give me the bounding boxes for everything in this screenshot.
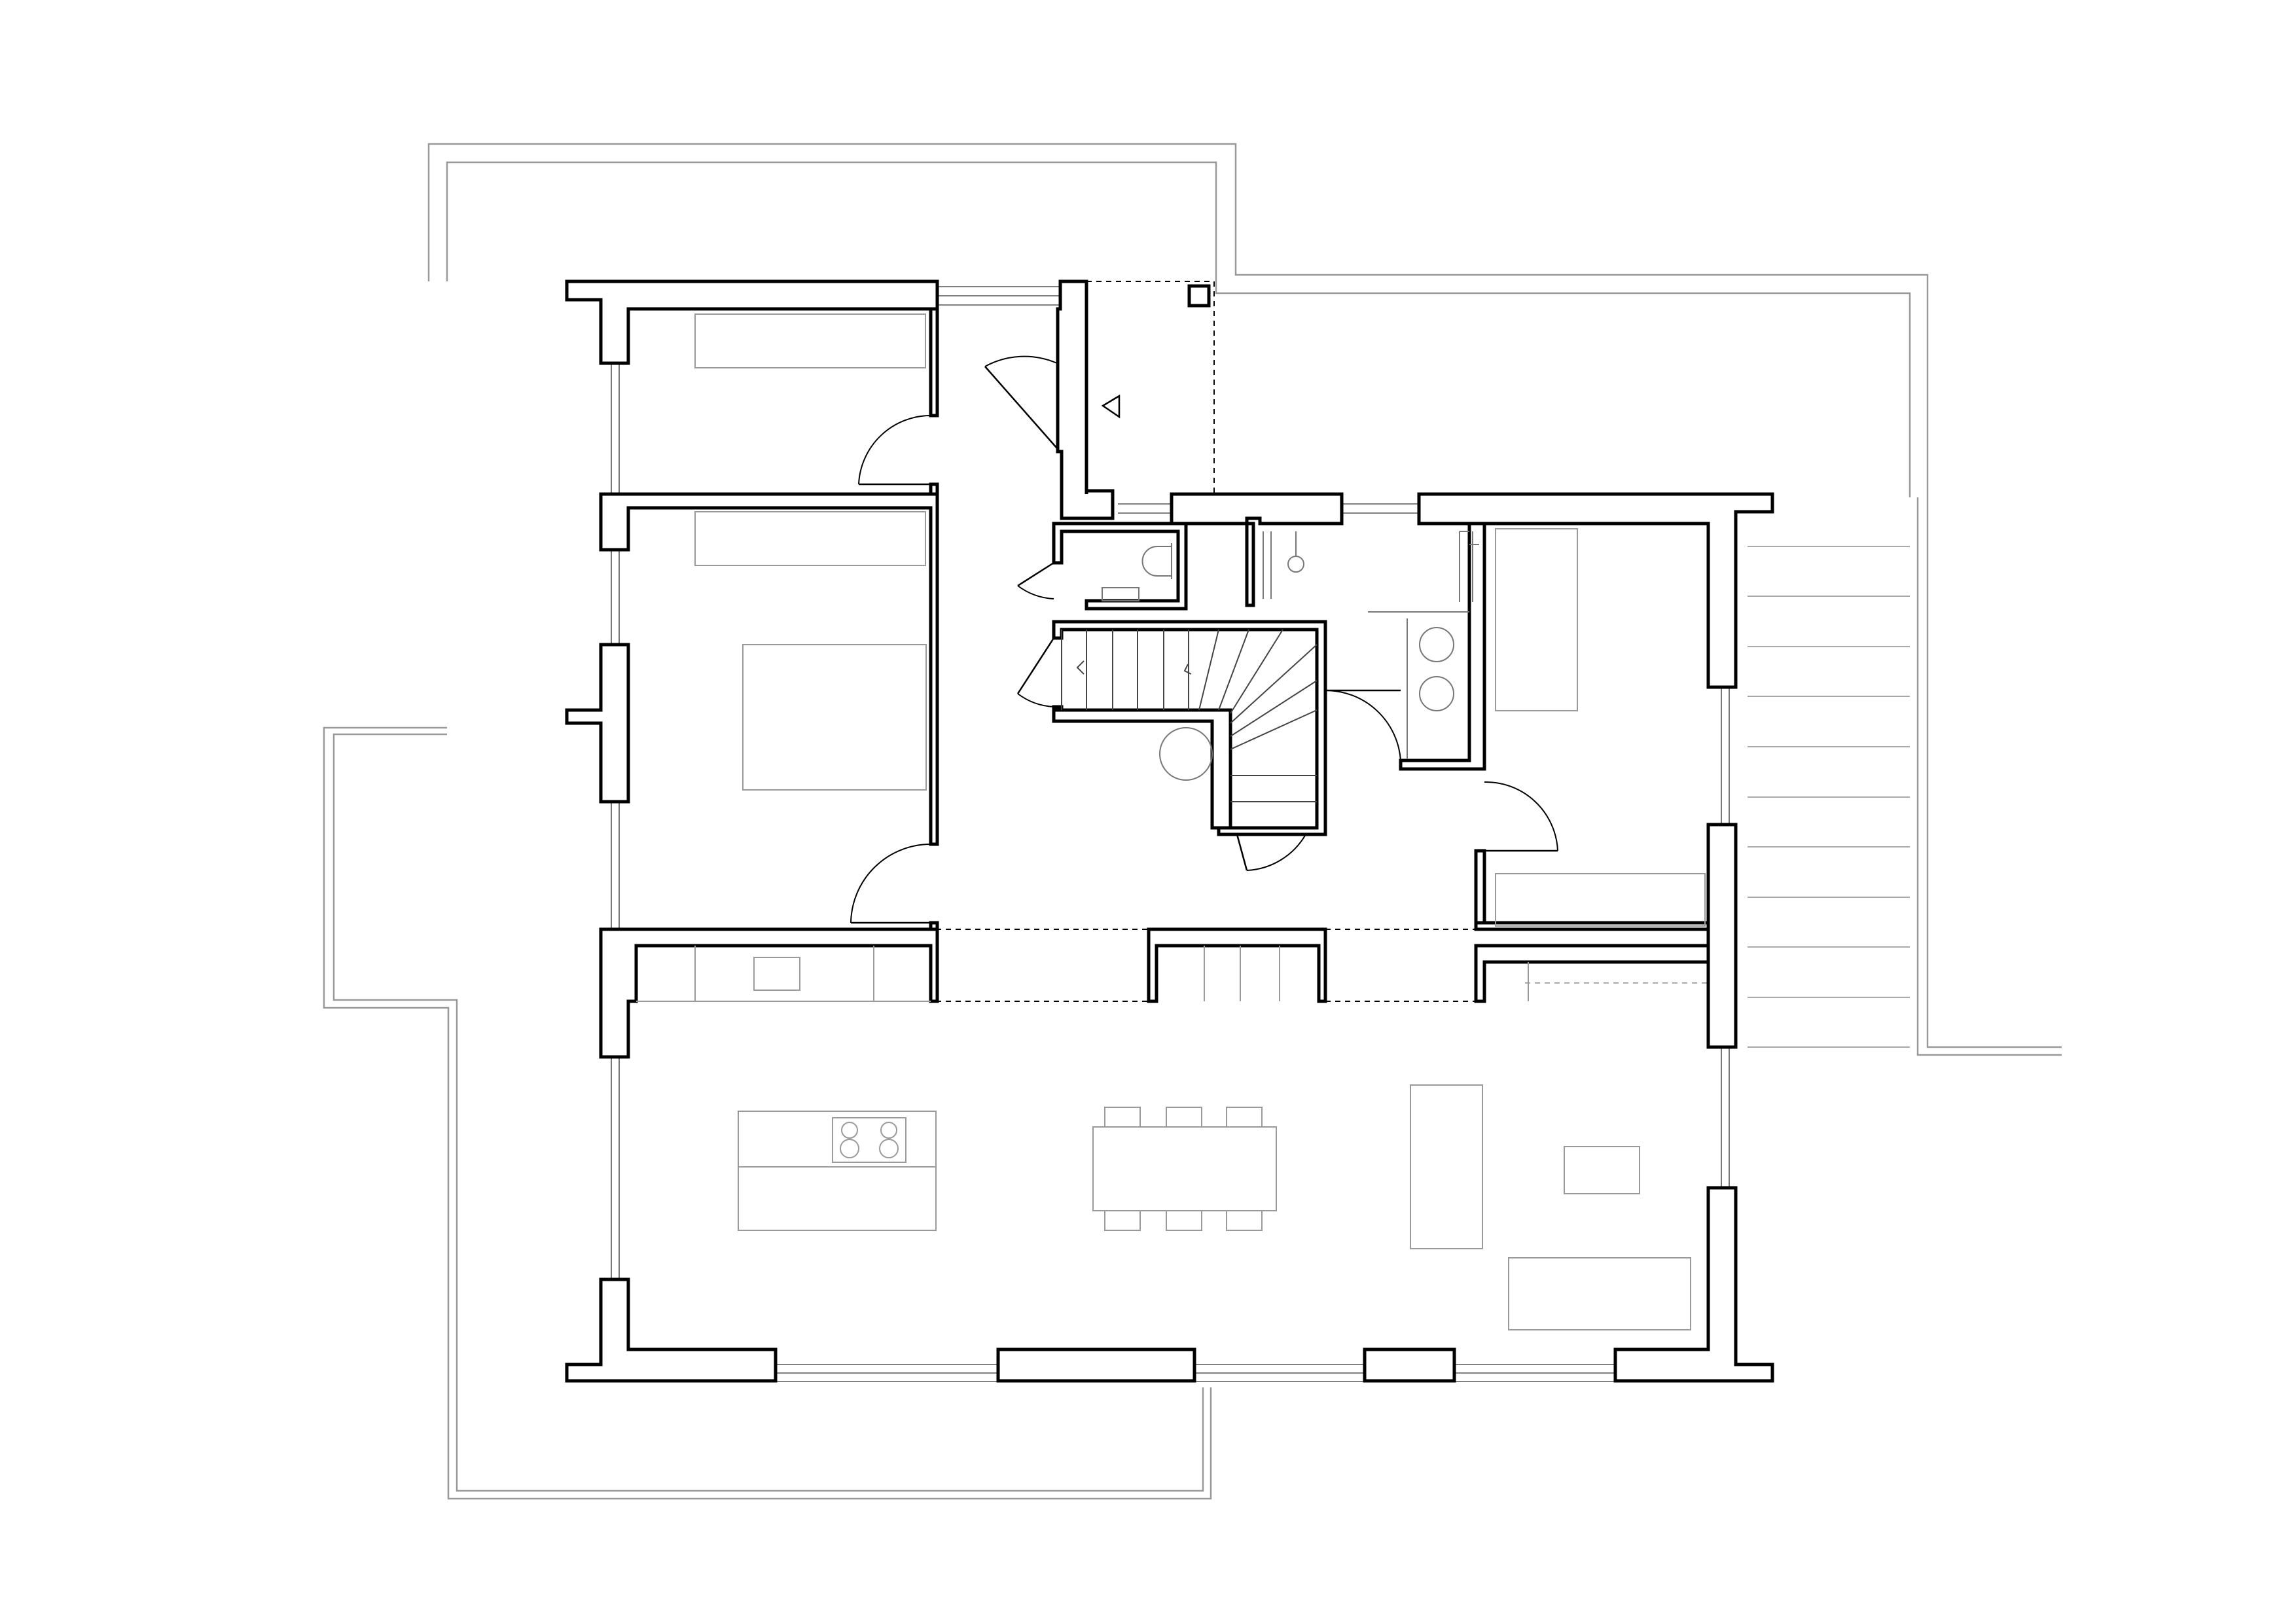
wall-south-pier-2 xyxy=(1363,1347,1456,1383)
fixtures xyxy=(1102,531,1479,781)
north-terrace-inner xyxy=(446,161,1911,497)
bed-double xyxy=(742,644,927,791)
coffee-table xyxy=(1564,1146,1640,1194)
wall-bathroom-east xyxy=(1399,522,1486,771)
sideboard xyxy=(1410,1084,1483,1249)
wall-west-pier xyxy=(565,643,630,804)
exterior-steps xyxy=(1748,546,1910,1048)
toilet xyxy=(1141,546,1172,577)
column-marker xyxy=(1187,284,1211,308)
wardrobe-bedroom-right xyxy=(1495,873,1706,927)
wall-stair-north xyxy=(1052,620,1327,836)
cooktop xyxy=(832,1117,906,1163)
washbasin-2 xyxy=(1419,676,1454,711)
wall-wc xyxy=(1052,522,1188,611)
kitchen-sink xyxy=(753,957,800,991)
staircase xyxy=(1061,629,1318,802)
east-terrace-edge xyxy=(1916,497,2062,1056)
west-terrace-inner xyxy=(332,733,1204,1492)
wall-bedrooms-divider xyxy=(599,492,939,846)
doors xyxy=(850,355,1558,924)
dining-table xyxy=(1092,1126,1277,1211)
wall-stair-west xyxy=(1052,708,1232,830)
dashed-lines xyxy=(936,281,1708,1002)
wall-north-mid xyxy=(1056,279,1115,520)
wc-basin xyxy=(1102,587,1139,601)
stair-column xyxy=(1159,727,1213,781)
entrance-triangle-icon xyxy=(1101,394,1121,419)
wall-stair-core xyxy=(1052,705,1064,712)
wall-kitchen-north-east-2 xyxy=(1474,944,1710,1003)
wall-east-living xyxy=(1706,823,1738,1049)
west-terrace-outline xyxy=(323,726,1212,1500)
north-terrace-outline xyxy=(427,143,2062,1048)
wardrobe-bedroom-large xyxy=(694,511,926,566)
entrance-area xyxy=(1101,284,1211,419)
kitchen-island xyxy=(738,1111,937,1231)
wall-bedroom-small-east xyxy=(929,307,939,418)
wall-northwest xyxy=(565,279,939,365)
desk-bedroom-small xyxy=(694,313,926,368)
wall-kitchen-north-east xyxy=(1474,849,1486,931)
stair-direction-chevron-icon-2 xyxy=(1183,664,1192,675)
sofa xyxy=(1508,1257,1691,1330)
furniture xyxy=(636,313,1706,1330)
wall-bathroom-north xyxy=(1170,492,1344,607)
wall-southwest xyxy=(565,1277,778,1383)
wall-kitchen-north-west xyxy=(599,927,939,1059)
wall-south-pier-1 xyxy=(996,1347,1196,1383)
stair-direction-chevron-icon xyxy=(1076,660,1085,675)
walls xyxy=(565,279,1774,1383)
terrace-outlines xyxy=(323,143,2062,1500)
windows xyxy=(611,286,1730,1382)
wall-kitchen-north-mid xyxy=(1147,927,1327,1003)
washbasin-1 xyxy=(1419,627,1454,662)
bed-single xyxy=(1495,528,1578,711)
wall-southeast xyxy=(1613,1186,1774,1383)
